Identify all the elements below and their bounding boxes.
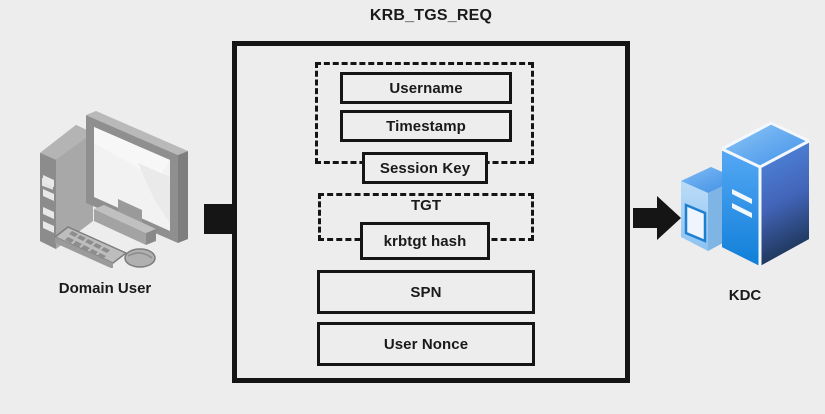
- desktop-computer-icon: [18, 103, 203, 269]
- kdc-label: KDC: [728, 287, 762, 304]
- field-timestamp: Timestamp: [340, 110, 512, 142]
- domain-user-label: Domain User: [58, 280, 152, 297]
- field-krbtgt-hash: krbtgt hash: [360, 222, 490, 260]
- field-spn: SPN: [317, 270, 535, 314]
- arrow-right-icon: [633, 194, 681, 242]
- field-user-nonce: User Nonce: [317, 322, 535, 366]
- server-tower-icon: [678, 103, 813, 278]
- page-title: KRB_TGS_REQ: [369, 7, 493, 24]
- field-username: Username: [340, 72, 512, 104]
- connector-stub: [204, 204, 236, 234]
- tgt-group-label: TGT: [411, 197, 441, 214]
- field-session-key: Session Key: [362, 152, 488, 184]
